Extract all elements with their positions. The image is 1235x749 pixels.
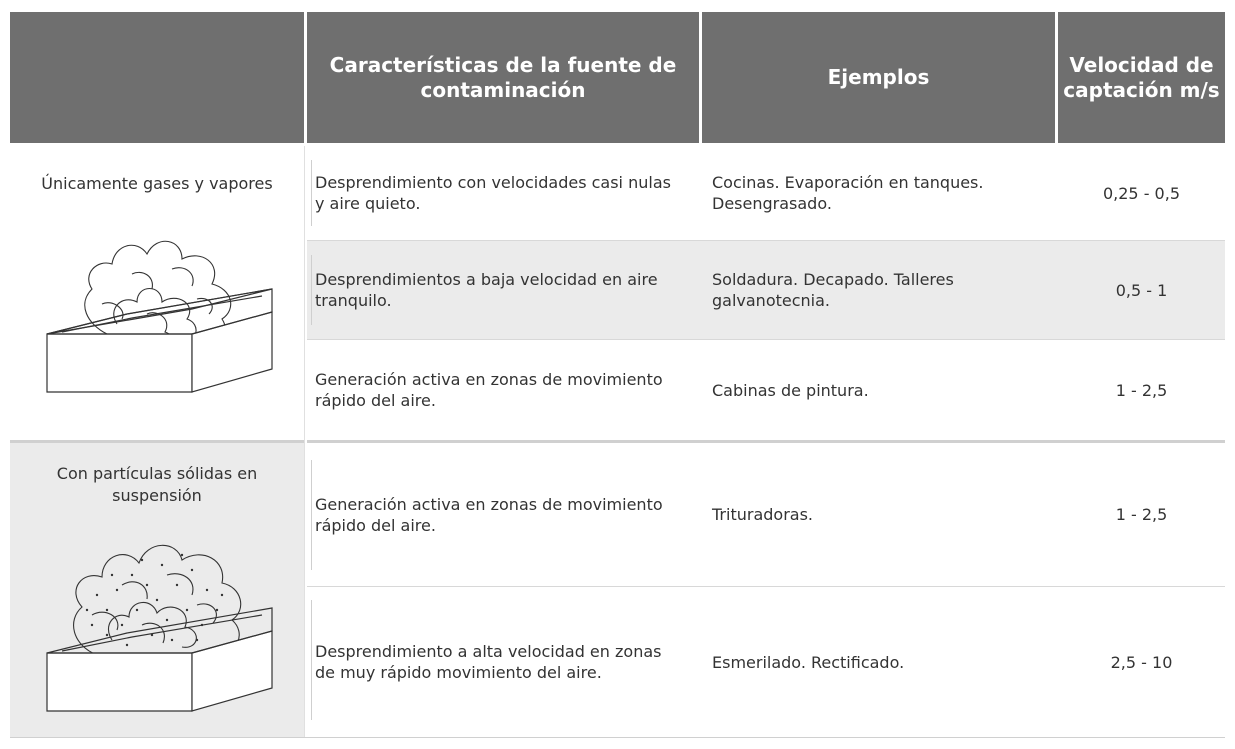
row-description: Generación activa en zonas de movimiento… (315, 370, 663, 410)
header-capture-velocity: Velocidad de captación m/s (1058, 12, 1225, 143)
category-gases-vapores: Únicamente gases y vapores (10, 146, 304, 440)
row-example: Cabinas de pintura. (712, 380, 869, 400)
cell-left-mark (311, 460, 312, 570)
table-row: Desprendimiento a alta velocidad en zona… (307, 587, 1225, 737)
row-description: Desprendimiento con velocidades casi nul… (315, 173, 671, 213)
cell-left-mark (311, 600, 312, 720)
table-row: Desprendimientos a baja velocidad en air… (307, 241, 1225, 339)
row-example: Esmerilado. Rectificado. (712, 652, 905, 672)
group-divider (10, 440, 1225, 443)
row-description: Generación activa en zonas de movimiento… (315, 494, 663, 535)
header-examples: Ejemplos (702, 12, 1055, 143)
table-row: Generación activa en zonas de movimiento… (307, 340, 1225, 440)
table-bottom-line (10, 737, 1225, 738)
row-description: Desprendimiento a alta velocidad en zona… (315, 642, 662, 682)
table-row: Generación activa en zonas de movimiento… (307, 443, 1225, 586)
row-velocity: 1 - 2,5 (1115, 505, 1168, 524)
row-example: Trituradoras. (712, 505, 813, 524)
column-divider (304, 146, 307, 737)
table-row: Desprendimiento con velocidades casi nul… (307, 146, 1225, 240)
row-velocity: 1 - 2,5 (1115, 380, 1168, 400)
row-velocity: 0,25 - 0,5 (1102, 183, 1180, 203)
cell-left-mark (311, 255, 312, 325)
tank-particles-icon (46, 544, 273, 712)
category-label: Con partículas sólidas en suspensión (56, 464, 258, 505)
row-example: Cocinas. Evaporación en tanques. Desengr… (712, 173, 984, 213)
tank-gas-vapor-icon (46, 240, 273, 393)
category-particulas: Con partículas sólidas en suspensión (10, 443, 304, 737)
category-label: Únicamente gases y vapores (41, 174, 273, 193)
row-divider (307, 240, 1225, 241)
header-characteristics: Características de la fuente de contamin… (307, 12, 699, 143)
row-example: Soldadura. Decapado. Talleres galvanotec… (712, 270, 954, 310)
row-divider (307, 339, 1225, 340)
cell-left-mark (311, 160, 312, 226)
row-divider (307, 586, 1225, 587)
header-cell-empty (10, 12, 304, 143)
row-description: Desprendimientos a baja velocidad en air… (315, 270, 658, 310)
row-velocity: 2,5 - 10 (1110, 652, 1173, 672)
row-velocity: 0,5 - 1 (1115, 280, 1168, 300)
